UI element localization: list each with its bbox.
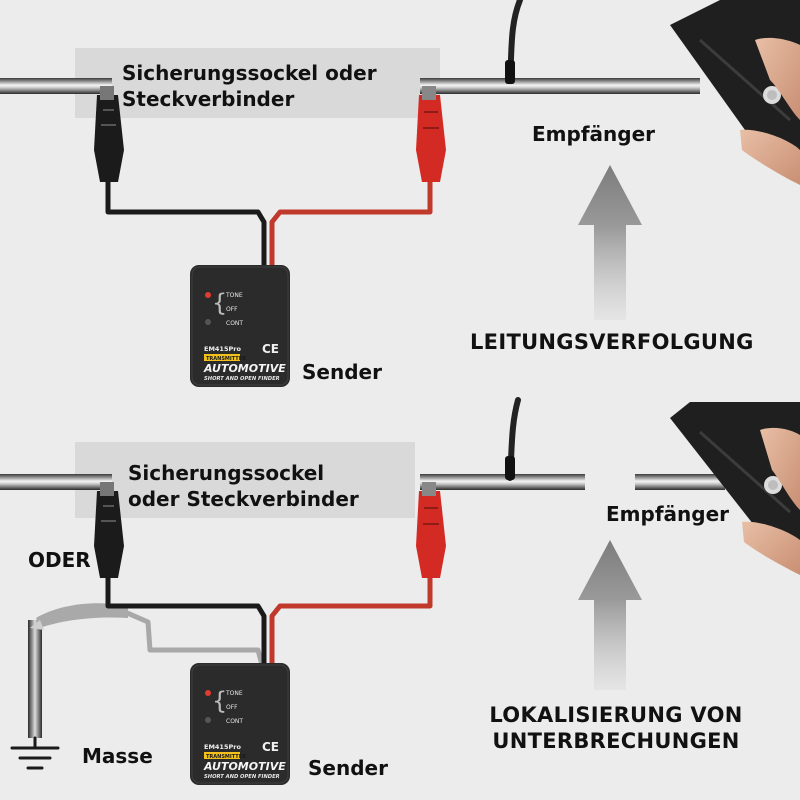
svg-text:{: { [212,289,227,317]
top-switch-off: OFF [226,306,238,313]
top-clip-red [416,86,446,182]
bottom-ground-symbol [10,736,60,770]
top-device-model: EM415Pro [204,345,241,353]
top-ce-mark: CE [262,342,279,356]
bottom-ground-label: Masse [82,744,153,768]
top-receiver-probe [670,0,800,185]
svg-text:{: { [212,687,227,715]
bottom-device-brand: AUTOMOTIVE [203,760,286,773]
top-clip-black [94,86,124,182]
bottom-switch-tone: TONE [225,690,243,697]
bottom-clip-red [416,482,446,578]
top-cable-left [0,78,112,94]
top-connector-label: Sicherungssockel oder Steckverbinder [122,61,377,111]
top-sender-device: { TONE OFF CONT EM415Pro CE TRANSMITTER … [190,265,290,387]
bottom-arrow [578,540,642,690]
bottom-clip-black [94,482,124,578]
top-switch-cont: CONT [226,320,243,327]
bottom-connector-box [75,442,415,518]
bottom-wire-gray [124,609,265,666]
bottom-switch-off: OFF [226,704,238,711]
bottom-ground-rod [28,620,42,738]
top-mode-label: LEITUNGSVERFOLGUNG [470,330,754,354]
bottom-probe-tip [505,456,515,480]
bottom-connector-label: Sicherungssockel oder Steckverbinder [128,461,359,511]
bottom-clip-gray [30,603,128,630]
bottom-sender-device: { TONE OFF CONT EM415Pro CE TRANSMITTER … [190,663,290,785]
top-probe-tip [505,60,515,84]
top-wire-black [105,182,267,265]
bottom-cable-left [0,474,112,490]
top-connector-box [75,48,440,118]
bottom-receiver-label: Empfänger [606,502,729,526]
bottom-wire-red [269,578,433,665]
bottom-cable-middle [420,474,585,490]
bottom-device-badge: TRANSMITTER [206,754,246,760]
bottom-mode-label: LOKALISIERUNG VON UNTERBRECHUNGEN [489,703,743,753]
bottom-cable-right [635,474,725,490]
top-device-brand: AUTOMOTIVE [203,362,286,375]
top-wire-red [269,182,433,265]
top-arrow [578,165,642,320]
top-switch-tone: TONE [225,292,243,299]
bottom-device-model: EM415Pro [204,743,241,751]
bottom-wire-black [105,578,267,665]
top-cable-right [420,78,700,94]
top-sender-label: Sender [302,360,382,384]
bottom-switch-cont: CONT [226,718,243,725]
top-receiver-label: Empfänger [532,122,655,146]
bottom-sender-label: Sender [308,756,388,780]
top-device-tagline: SHORT AND OPEN FINDER [204,376,280,382]
top-device-badge: TRANSMITTER [206,356,246,362]
bottom-ce-mark: CE [262,740,279,754]
bottom-device-tagline: SHORT AND OPEN FINDER [204,774,280,780]
bottom-or-label: ODER [28,548,91,572]
bottom-receiver-probe [670,402,800,575]
